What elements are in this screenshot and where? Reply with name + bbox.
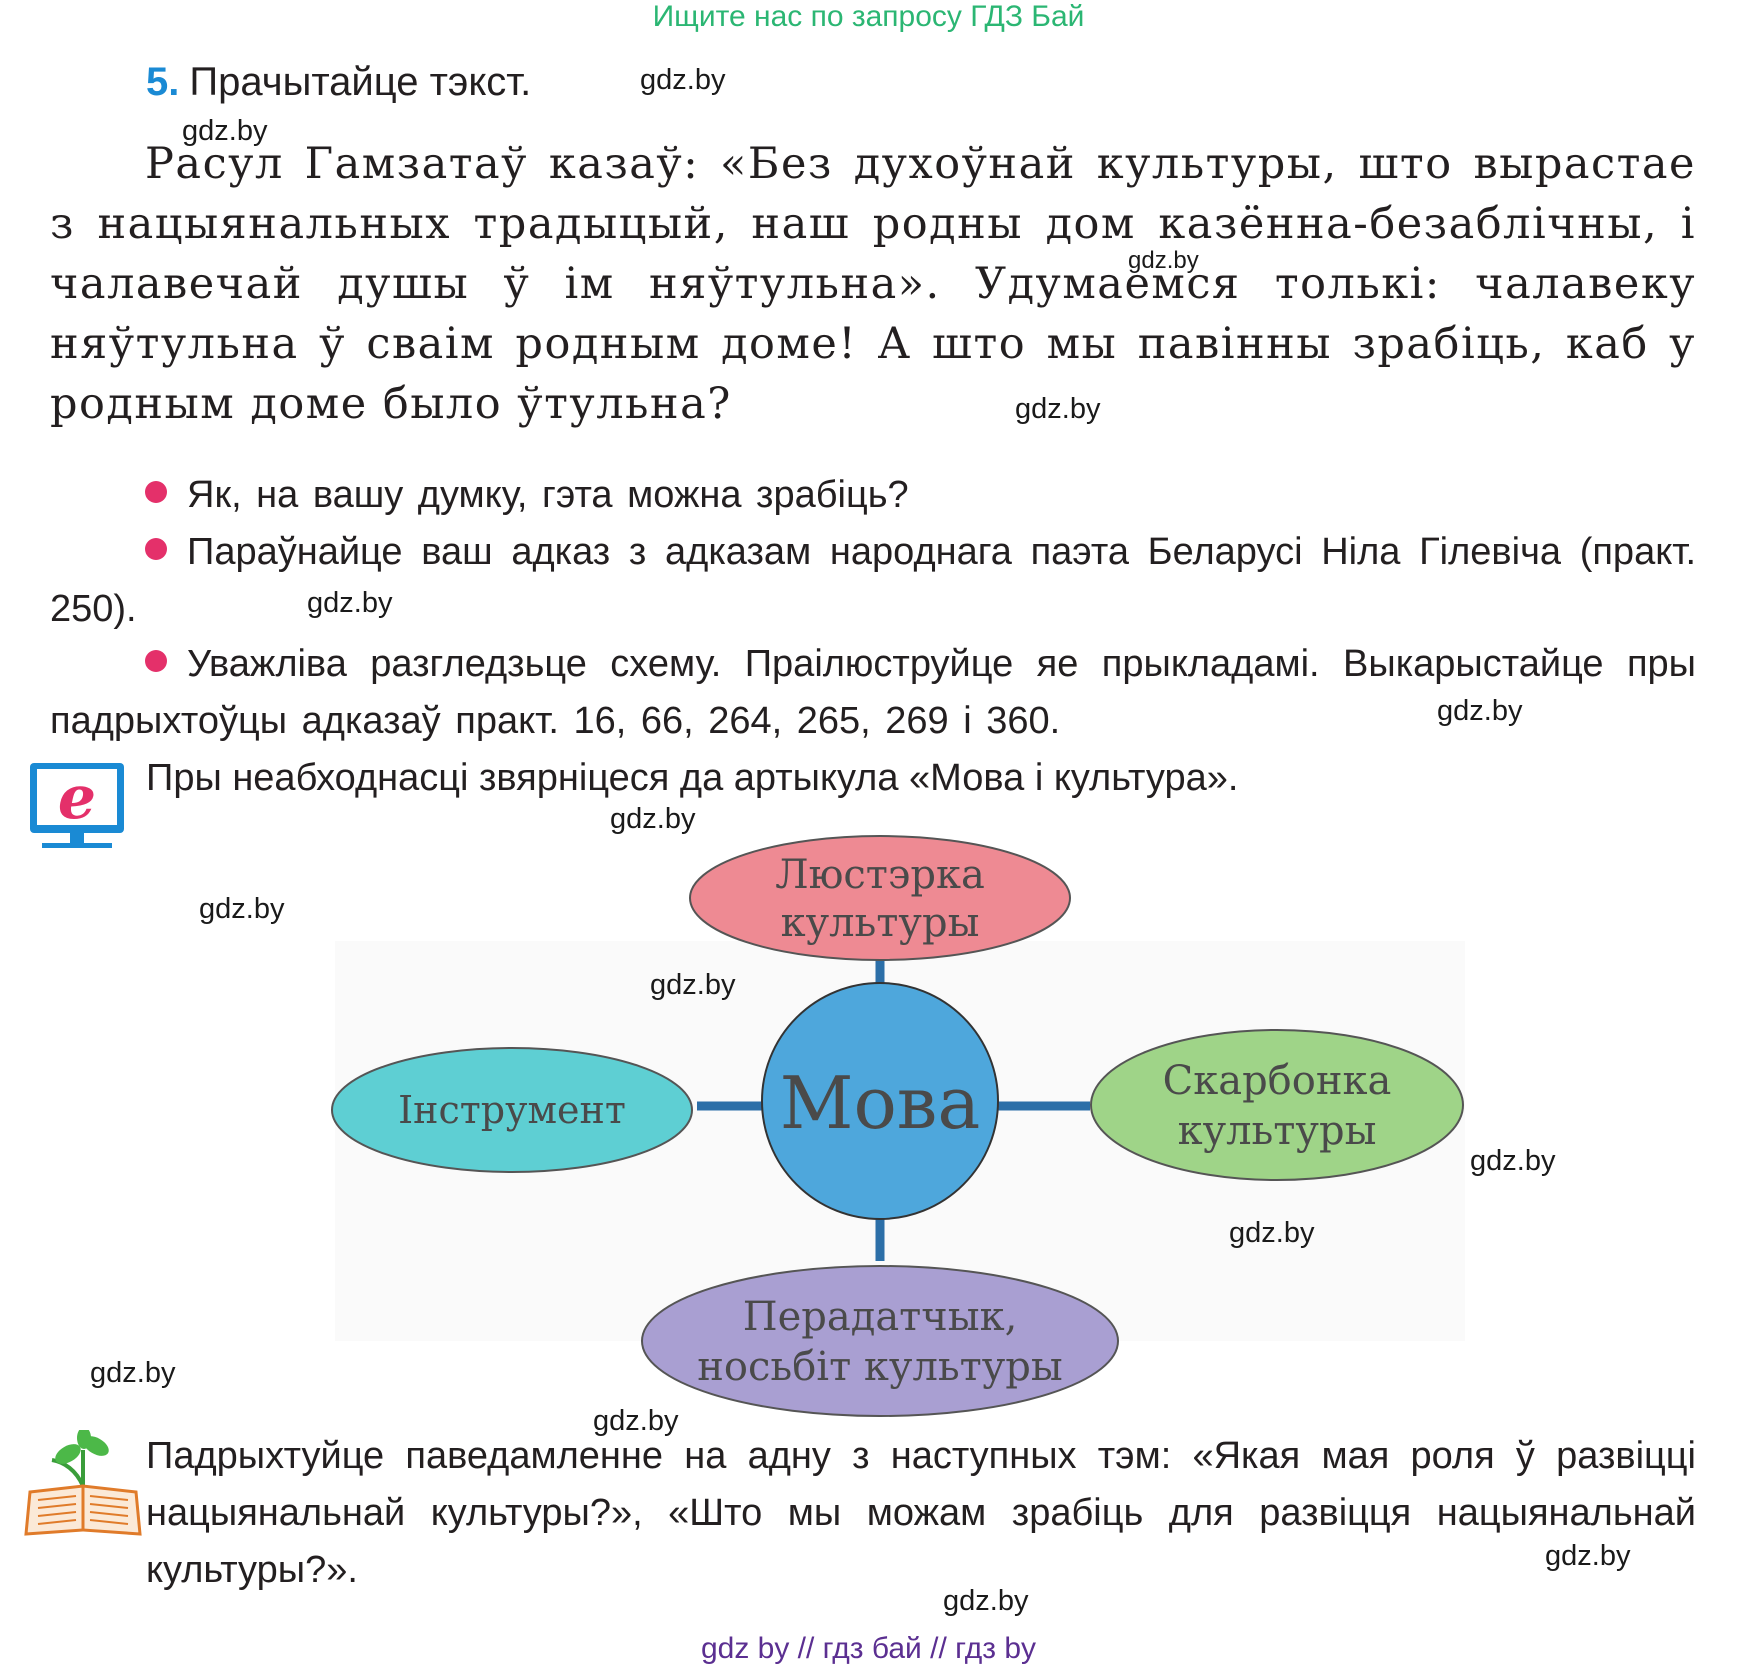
node-bottom-line-1: Перадатчык,	[743, 1294, 1018, 1340]
top-banner[interactable]: Ищите нас по запросу ГДЗ Бай	[652, 0, 1085, 33]
watermark: gdz.by	[1545, 1540, 1631, 1572]
task-header: 5.Прачытайце тэкст.	[146, 60, 531, 105]
bullet-icon	[145, 650, 167, 672]
task-number: 5.	[146, 60, 180, 104]
node-top-line-1: Люстэрка	[775, 852, 985, 898]
node-center-label: Мова	[780, 1061, 981, 1145]
node-left-line-1: Інструмент	[398, 1088, 626, 1132]
watermark: gdz.by	[943, 1585, 1029, 1617]
node-bottom	[641, 1265, 1119, 1417]
watermark: gdz.by	[1015, 393, 1101, 425]
question-1: Як, на вашу думку, гэта можна зрабіць?	[50, 467, 1696, 524]
book-sprout-icon	[24, 1430, 142, 1536]
watermark: gdz.by	[1229, 1217, 1315, 1249]
watermark: gdz.by	[182, 115, 268, 147]
watermark: gdz.by	[199, 893, 285, 925]
watermark: gdz.by	[1437, 695, 1523, 727]
final-task: Падрыхтуйце паведамленне на адну з насту…	[146, 1435, 1696, 1591]
node-top-line-2: культуры	[781, 900, 980, 946]
bullet-icon	[145, 538, 167, 560]
watermark: gdz.by	[1470, 1145, 1556, 1177]
task-instruction: Прачытайце тэкст.	[189, 60, 532, 104]
node-right-line-1: Скарбонка	[1163, 1058, 1392, 1104]
node-bottom-line-2: носьбіт культуры	[697, 1344, 1062, 1390]
node-right-line-2: культуры	[1178, 1108, 1377, 1154]
watermark: gdz.by	[90, 1357, 176, 1389]
watermark: gdz.by	[1128, 247, 1199, 274]
watermark: gdz.by	[307, 587, 393, 619]
node-left	[331, 1047, 693, 1173]
svg-text:e: e	[58, 763, 96, 833]
question-3: Уважліва разгледзьце схему. Праілюструйц…	[50, 643, 1696, 742]
watermark: gdz.by	[640, 64, 726, 96]
watermark: gdz.by	[650, 969, 736, 1001]
node-center	[761, 982, 999, 1220]
culture-diagram: Люстэрка культуры Інструмент Скарбонка к…	[331, 835, 1465, 1417]
node-right	[1090, 1029, 1464, 1181]
bullet-icon	[145, 481, 167, 503]
e-note: Пры неабходнасці звярніцеся да артыкула …	[146, 757, 1239, 799]
watermark: gdz.by	[610, 803, 696, 835]
footer-links[interactable]: gdz by // гдз бай // гдз by	[700, 1632, 1037, 1665]
question-2: Параўнайце ваш адказ з адказам народнага…	[50, 531, 1696, 630]
e-monitor-icon[interactable]: e	[26, 757, 130, 861]
quote-paragraph: Расул Гамзатаў казаў: «Без духоўнай куль…	[50, 139, 1696, 429]
node-top	[689, 835, 1071, 961]
watermark: gdz.by	[593, 1405, 679, 1437]
